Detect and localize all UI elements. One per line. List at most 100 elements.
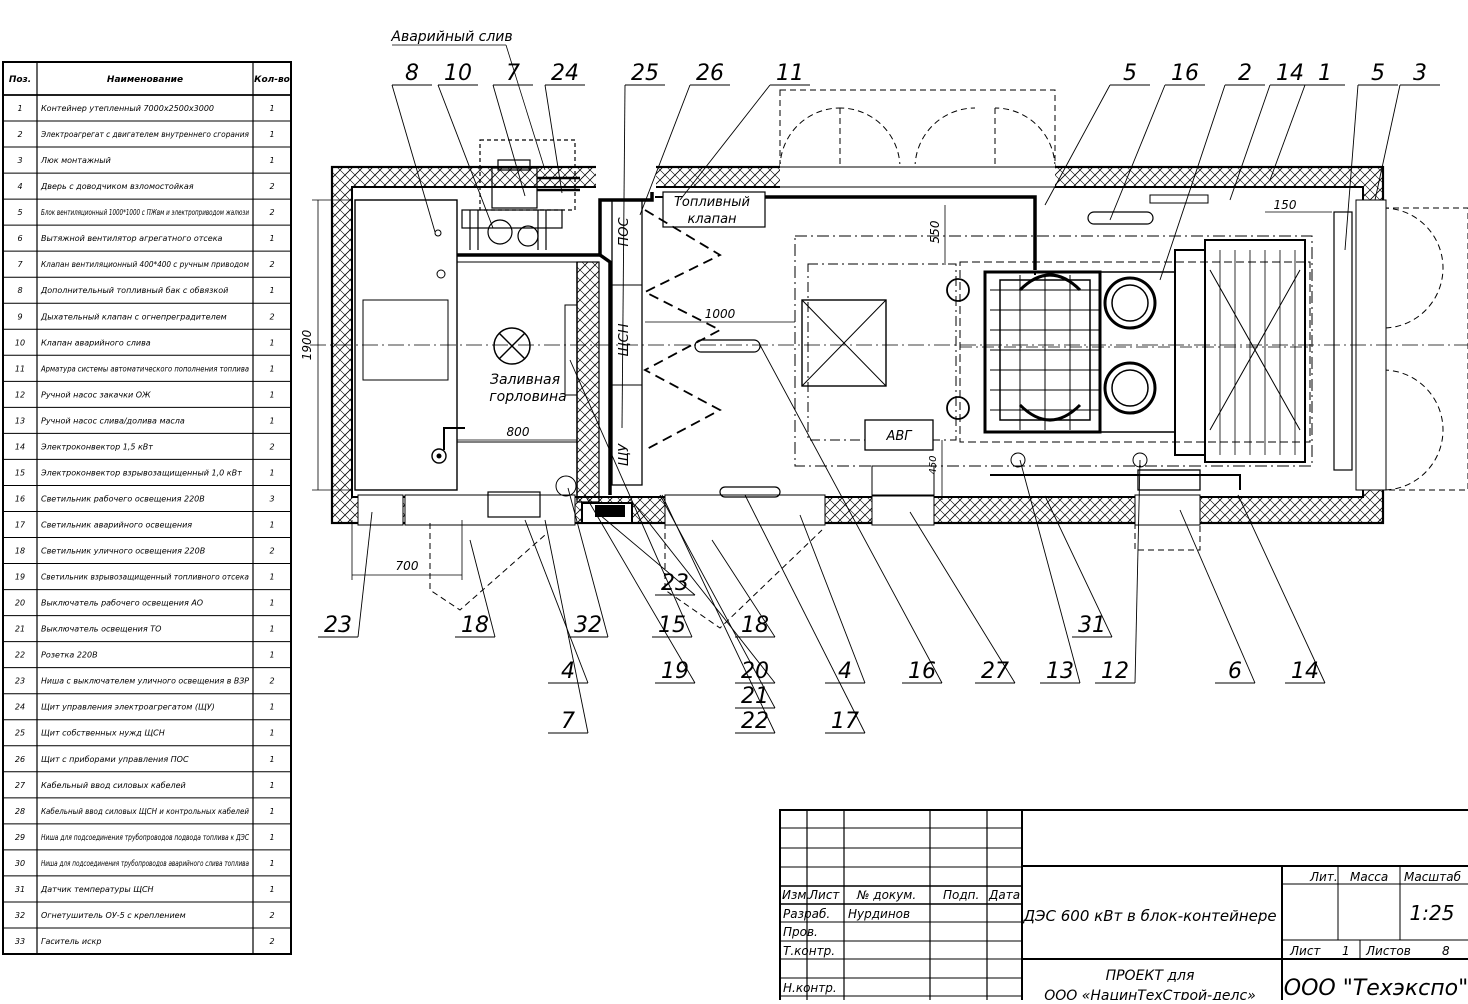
spec-pos: 20 [15,599,25,608]
spec-pos: 3 [17,156,22,165]
tb-sheets-value: 8 [1442,944,1450,958]
spec-pos: 4 [17,182,22,191]
fuel-valve-label-line1: Топливный [674,195,750,210]
callout-number: 21 [741,684,769,709]
callout-15: 15 [569,359,693,638]
filler-label-line1: Заливная [490,372,560,388]
spec-qty: 1 [269,781,274,790]
callout-number: 23 [661,571,689,596]
callout-3: 3 [1374,61,1440,201]
spec-pos: 24 [15,703,25,712]
spec-qty: 1 [269,521,274,530]
door-swing-top [779,89,1056,169]
spec-qty: 2 [269,312,274,321]
spec-name: Дополнительный топливный бак с обвязкой [40,286,228,295]
spec-name: Выключатель рабочего освещения АО [41,599,203,608]
radiator [801,299,887,387]
fuel-valve-label-line2: клапан [687,212,737,227]
callout-number: 18 [741,613,769,638]
spec-pos: 27 [15,781,26,790]
tb-developer-name: Нурдинов [848,907,910,921]
callout-4: 4 [524,519,589,684]
spec-pos: 8 [17,286,22,295]
spec-name: Светильник взрывозащищенный топливного о… [41,573,249,582]
callout-14: 14 [1237,494,1326,684]
spec-name: Светильник аварийного освещения [41,521,192,530]
spec-qty: 1 [269,755,274,764]
tb-role-developer: Разраб. [783,907,830,921]
callout-number: 7 [561,709,575,734]
spec-pos: 25 [15,729,25,738]
spec-pos: 12 [15,390,25,399]
spec-name: Гаситель искр [41,937,101,946]
callout-10: 10 [437,61,494,229]
callout-19: 19 [584,494,696,684]
callout-6: 6 [1179,509,1256,684]
spec-pos: 11 [15,364,25,373]
dimensions [312,199,1332,580]
spec-qty: 1 [269,104,274,113]
genset-frame [794,235,1313,467]
shu-label: ЩУ [617,443,632,466]
spec-name: Арматура системы автоматического пополне… [40,364,249,373]
spec-pos: 14 [15,442,25,451]
spec-name: Выключатель освещения ТО [41,625,161,634]
callout-number: 16 [1171,61,1199,86]
spec-pos: 9 [17,312,22,321]
spec-name: Клапан аварийного слива [41,338,151,347]
callout-number: 5 [1123,61,1137,86]
spec-qty: 1 [269,468,274,477]
spec-qty: 2 [269,182,274,191]
dim-700: 700 [396,559,419,573]
callout-18: 18 [455,539,496,638]
callout-13: 13 [1019,459,1081,684]
spec-header-name: Наименование [107,75,183,85]
callout-24: 24 [544,61,585,194]
spec-qty: 2 [269,442,274,451]
dim-800: 800 [507,425,530,439]
dim-1000: 1000 [705,307,736,321]
tb-customer-line: ООО «НацинТехСтрой-делс» [1044,988,1256,1000]
avg-label: АВГ [885,429,913,444]
spec-name: Щит с приборами управления ПОС [41,755,189,764]
tb-col-list: Лист [808,888,840,902]
callout-22: 22 [661,494,776,734]
spec-qty: 1 [269,286,274,295]
spec-qty: 2 [269,937,274,946]
spec-table-frame [2,61,292,955]
spec-name: Ручной насос закачки ОЖ [41,390,151,399]
callout-number: 17 [831,709,859,734]
spec-name: Ниша для подсоединения трубопроводов ава… [41,859,249,868]
tb-project-line: ПРОЕКТ для [1106,968,1195,984]
spec-name: Вытяжной вентилятор агрегатного отсека [41,234,223,243]
spec-name: Ручной насос слива/долива масла [41,416,185,425]
callout-26: 26 [639,61,730,216]
tb-scale-value: 1:25 [1410,901,1455,925]
dim-550: 550 [928,220,942,243]
spec-name: Ниша с выключателем уличного освещения в… [41,677,249,686]
tb-col-sign: Подп. [943,888,979,902]
emergency-drain-valve [461,139,580,250]
schsn-label: ЩСН [617,323,632,356]
spec-qty: 1 [269,807,274,816]
tb-role-tcontrol: Т.контр. [783,944,835,958]
spec-qty: 1 [269,234,274,243]
callout-14: 14 [1229,61,1310,201]
callout-number: 13 [1046,659,1074,684]
spec-name: Электроконвектор 1,5 кВт [40,442,153,451]
spec-header-qty: Кол-во [254,75,290,85]
spec-name: Кабельный ввод силовых ЩСН и контрольных… [41,807,249,816]
spec-name: Розетка 220В [41,651,98,660]
spec-name: Электроагрегат с двигателем внутреннего … [40,130,249,139]
callout-number: 1 [1318,61,1332,86]
spec-qty: 1 [269,729,274,738]
spec-name: Контейнер утепленный 7000х2500х3000 [41,104,214,113]
lamp-17 [719,486,781,498]
